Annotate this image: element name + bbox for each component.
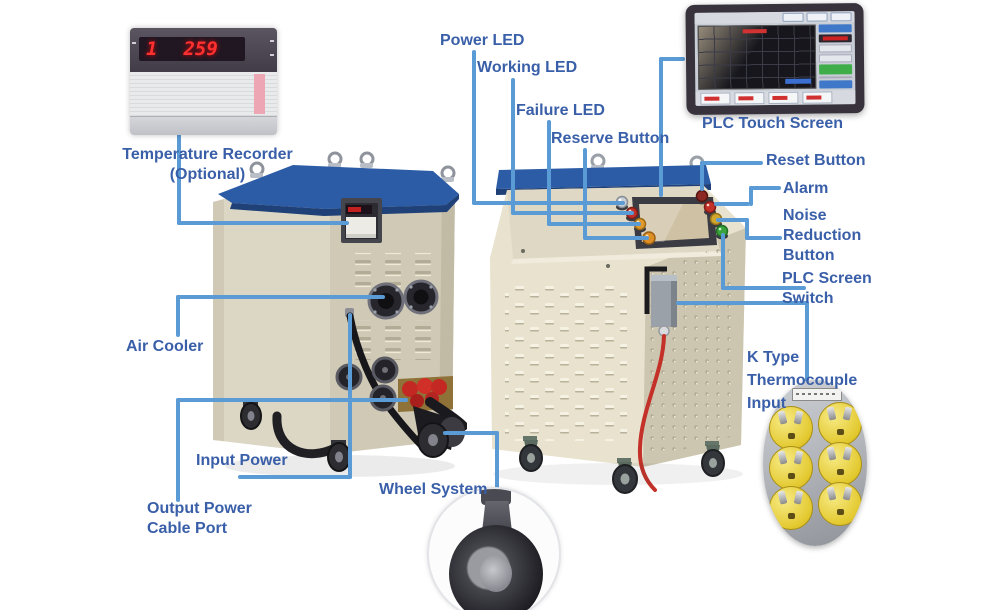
plc-status-strip (785, 78, 812, 84)
front-vents (505, 283, 627, 441)
connector-plc-screen-v (659, 57, 663, 197)
plc-touch-screen-inset (685, 3, 865, 115)
caster-hub (480, 555, 512, 592)
caster-wheel (240, 400, 262, 430)
thermocouple-input-box (637, 266, 677, 492)
callout-input-power: Input Power (196, 452, 288, 469)
plc-screen-surface (694, 11, 856, 106)
callout-plc-touch-screen: PLC Touch Screen (702, 115, 844, 132)
connector-noise-reduction-h2 (716, 218, 749, 222)
callout-power-led: Power LED (440, 32, 525, 49)
connector-noise-reduction-h1 (745, 236, 782, 240)
connector-alarm-v (749, 186, 753, 206)
caster-tire (449, 525, 543, 610)
thermocouple-socket (769, 406, 813, 450)
callout-noise-reduction-button: Noise Reduction Button (783, 207, 862, 264)
plc-button-column (818, 24, 853, 89)
connector-input-power-v (348, 313, 352, 479)
connector-air-cooler-v (176, 295, 180, 337)
control-panel-edge (511, 251, 722, 264)
connector-plc-screen-h (659, 57, 685, 61)
callout-alarm: Alarm (783, 180, 829, 197)
thermocouple-socket (818, 442, 862, 486)
thermocouple-sockets-inset (763, 380, 867, 546)
callout-temperature-recorder: Temperature Recorder (Optional) (122, 146, 293, 183)
connector-k-type-h (676, 301, 809, 305)
air-cooler-fans (367, 279, 439, 320)
plc-alarm-text (742, 29, 767, 34)
caster-wheel (327, 440, 351, 472)
connector-wheel-system-h (443, 431, 499, 435)
callout-reserve-button: Reserve Button (551, 130, 670, 147)
connector-input-power-h (238, 475, 352, 479)
connector-working-led-h (511, 211, 634, 215)
plc-value-row (695, 90, 856, 106)
connector-output-power-h (176, 398, 408, 402)
connector-temperature-recorder-v (177, 130, 181, 225)
vent-slots-lower (351, 320, 441, 360)
connector-working-led-v (511, 78, 515, 215)
connector-temperature-recorder-h (177, 221, 349, 225)
wheel-closeup-inset (427, 487, 561, 610)
recorder-pink-strip (254, 74, 265, 114)
connector-plc-switch-v (721, 233, 725, 290)
callout-reset-button: Reset Button (766, 152, 866, 169)
caster-wheel (701, 441, 725, 477)
caster-wheel (612, 458, 638, 494)
connector-air-cooler-h (176, 295, 385, 299)
recorder-led-display: 1 259 (139, 37, 245, 61)
connector-reserve-button-h (583, 236, 649, 240)
lifting-eye-bolts (249, 151, 456, 182)
recorder-base (130, 116, 277, 135)
connector-power-led-v (472, 50, 476, 205)
connector-k-type-v (805, 301, 809, 382)
connector-reserve-button-v (583, 148, 587, 240)
recorder-channel: 1 (146, 38, 158, 60)
temperature-recorder-inset: 1 259 (130, 28, 277, 135)
callout-air-cooler: Air Cooler (126, 338, 204, 355)
top-cover (218, 165, 459, 209)
connector-plc-switch-h (721, 286, 806, 290)
connector-failure-led-h (547, 222, 641, 226)
caster-wheel (519, 436, 543, 472)
thermocouple-cable (637, 334, 666, 492)
thermocouple-panel-label (792, 388, 842, 401)
thermocouple-socket (769, 446, 813, 490)
callout-plc-screen-switch: PLC Screen Switch (782, 270, 872, 307)
thermocouple-socket (769, 486, 813, 530)
cable-handle (272, 411, 340, 459)
machine-back-view (213, 151, 467, 477)
connector-alarm-h1 (749, 186, 781, 190)
callout-working-led: Working LED (477, 59, 578, 76)
connector-failure-led-v (547, 120, 551, 226)
recorder-value: 259 (183, 38, 218, 60)
recorder-chart-paper (130, 72, 277, 116)
plc-trend-chart (697, 24, 817, 90)
machine-side-edge (213, 199, 224, 441)
reset-button-control (695, 189, 709, 203)
callout-failure-led: Failure LED (516, 102, 605, 119)
connector-wheel-system-v (495, 431, 499, 539)
machine-side-panel (213, 172, 330, 454)
temperature-recorder-unit (341, 198, 382, 243)
connector-alarm-h2 (714, 202, 750, 206)
connector-reset-button-v (700, 161, 704, 191)
recorder-led-panel: 1 259 (130, 28, 277, 72)
callout-wheel-system: Wheel System (379, 481, 488, 498)
thermocouple-socket (818, 482, 862, 526)
callout-output-power-cable-port: Output Power Cable Port (147, 500, 252, 537)
thermocouple-socket (818, 402, 862, 446)
connector-output-power-v (176, 398, 180, 502)
top-cover-edge (230, 194, 459, 216)
connector-noise-reduction-v (745, 218, 749, 240)
callout-k-type-thermocouple-input: K Type Thermocouple Input (747, 349, 858, 412)
connector-reset-button-h (700, 161, 763, 165)
